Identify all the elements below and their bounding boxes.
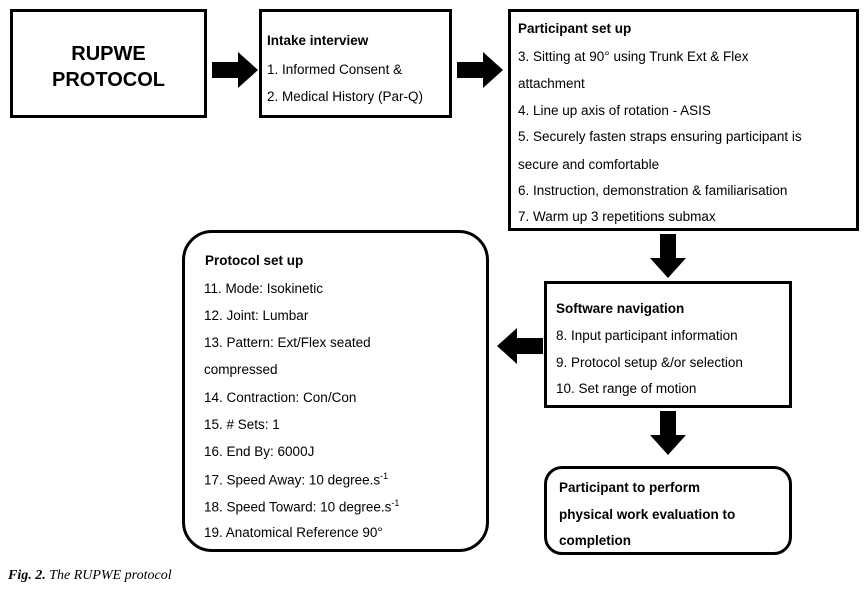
rupwe-title-line1: RUPWE bbox=[71, 43, 146, 65]
protocol-setup-item: compressed bbox=[204, 362, 278, 377]
protocol-setup-speed-toward: 18. Speed Toward: 10 degree.s-1 bbox=[204, 498, 399, 515]
participant-setup-item: attachment bbox=[518, 76, 585, 91]
rupwe-title-line2: PROTOCOL bbox=[52, 69, 165, 91]
speed-toward-exponent: -1 bbox=[391, 498, 400, 508]
arrow-right-icon bbox=[457, 52, 503, 88]
software-navigation-box: Software navigation 8. Input participant… bbox=[544, 281, 792, 408]
protocol-setup-item: 15. # Sets: 1 bbox=[204, 417, 280, 432]
intake-interview-box: Intake interview 1. Informed Consent & 2… bbox=[259, 9, 452, 118]
intake-interview-title: Intake interview bbox=[267, 33, 369, 48]
speed-toward-text: 18. Speed Toward: 10 degree.s bbox=[204, 499, 392, 515]
protocol-setup-item: 14. Contraction: Con/Con bbox=[204, 390, 357, 405]
arrow-right-icon bbox=[212, 52, 258, 88]
intake-item-1: 1. Informed Consent & bbox=[267, 62, 403, 77]
protocol-setup-item: 16. End By: 6000J bbox=[204, 444, 315, 459]
participant-setup-box: Participant set up 3. Sitting at 90° usi… bbox=[508, 9, 859, 231]
figure-caption: Fig. 2. The RUPWE protocol bbox=[8, 568, 172, 584]
participant-setup-item: 3. Sitting at 90° using Trunk Ext & Flex bbox=[518, 49, 749, 64]
rupwe-protocol-box: RUPWE PROTOCOL bbox=[10, 9, 207, 118]
protocol-setup-item: 13. Pattern: Ext/Flex seated bbox=[204, 335, 371, 350]
protocol-setup-box: Protocol set up 11. Mode: Isokinetic 12.… bbox=[182, 230, 489, 552]
arrow-down-icon bbox=[650, 411, 686, 455]
software-navigation-item: 10. Set range of motion bbox=[556, 381, 697, 396]
protocol-setup-item: 12. Joint: Lumbar bbox=[204, 308, 309, 323]
figure-caption-label: Fig. 2. bbox=[8, 568, 46, 583]
protocol-setup-item: 11. Mode: Isokinetic bbox=[204, 281, 324, 296]
arrow-down-icon bbox=[650, 234, 686, 278]
participant-setup-item: 4. Line up axis of rotation - ASIS bbox=[518, 103, 711, 118]
figure-caption-text: The RUPWE protocol bbox=[45, 568, 172, 583]
software-navigation-title: Software navigation bbox=[556, 301, 685, 316]
software-navigation-item: 8. Input participant information bbox=[556, 328, 738, 343]
perform-evaluation-line: Participant to perform bbox=[559, 480, 701, 495]
perform-evaluation-box: Participant to perform physical work eva… bbox=[544, 466, 792, 555]
speed-away-exponent: -1 bbox=[380, 471, 389, 481]
participant-setup-item: 6. Instruction, demonstration & familiar… bbox=[518, 183, 788, 198]
participant-setup-item: 7. Warm up 3 repetitions submax bbox=[518, 209, 716, 224]
protocol-setup-item: 19. Anatomical Reference 90° bbox=[204, 525, 383, 540]
participant-setup-title: Participant set up bbox=[518, 21, 632, 36]
protocol-setup-title: Protocol set up bbox=[205, 253, 304, 268]
intake-item-2: 2. Medical History (Par-Q) bbox=[267, 89, 424, 104]
perform-evaluation-line: physical work evaluation to bbox=[559, 507, 736, 522]
software-navigation-item: 9. Protocol setup &/or selection bbox=[556, 355, 743, 370]
participant-setup-item: 5. Securely fasten straps ensuring parti… bbox=[518, 129, 802, 144]
arrow-left-icon bbox=[497, 328, 543, 364]
speed-away-text: 17. Speed Away: 10 degree.s bbox=[204, 472, 381, 488]
protocol-setup-speed-away: 17. Speed Away: 10 degree.s-1 bbox=[204, 471, 388, 488]
participant-setup-item: secure and comfortable bbox=[518, 157, 660, 172]
perform-evaluation-line: completion bbox=[559, 533, 632, 548]
